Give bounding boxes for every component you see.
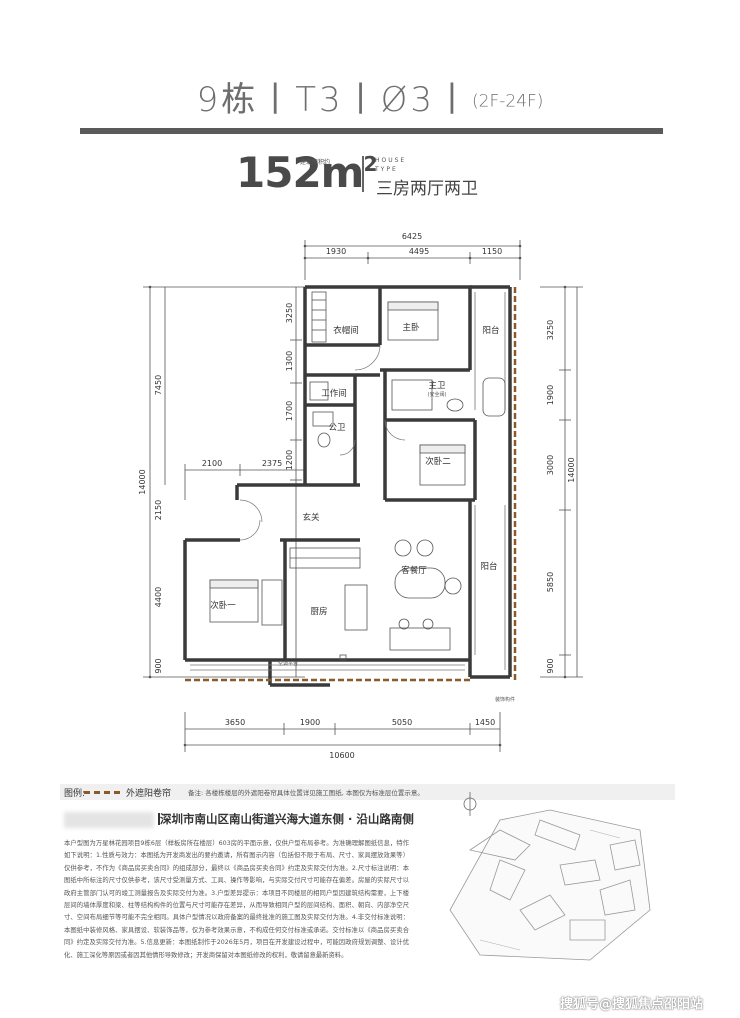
dim-top-3: 1150 [482, 247, 502, 256]
room-workroom: 工作间 [321, 388, 347, 399]
dim-right-total: 14000 [567, 457, 576, 482]
dim-bottom-4: 1450 [475, 718, 495, 727]
dim-left-seg-4: 1200 [285, 450, 294, 470]
furniture [209, 291, 506, 661]
room-balcony-top: 阳台 [482, 325, 499, 336]
room-kitchen: 厨房 [310, 606, 327, 617]
dim-left-seg-6: 4400 [154, 587, 163, 607]
room-living-dining: 客餐厅 [401, 565, 427, 576]
dim-right-seg-2: 1900 [546, 385, 555, 405]
dim-mid-2: 2375 [262, 459, 282, 468]
windows [190, 292, 506, 671]
watermark: 搜狐号@搜狐焦点邵阳站 [560, 997, 704, 1012]
legend-note: 备注: 各楼栋楼层的外遮阳卷帘具体位置详见施工图纸, 本图仅为标准层位置示意。 [188, 789, 424, 797]
room-master-bath: 主卫 [428, 380, 446, 391]
dim-bottom-3: 5050 [392, 718, 412, 727]
walls [183, 285, 512, 687]
room-balcony-bottom: 阳台 [480, 561, 497, 572]
house-type-cn: 三房两厅两卫 [376, 179, 478, 199]
header-divider [362, 156, 364, 192]
label-facade-component: 装饰构件 [495, 696, 515, 703]
room-master-bath-note: (安全阀) [428, 391, 447, 398]
dim-left-seg-5: 2150 [154, 500, 163, 520]
title-divider [80, 128, 663, 134]
floor-plan: 6425 1930 4495 1150 14000 7450 3250 1300… [138, 232, 583, 760]
dim-mid-1: 2100 [202, 459, 222, 468]
dim-top-1: 1930 [326, 247, 346, 256]
dim-left-seg-7: 900 [154, 658, 163, 673]
room-cloakroom: 衣帽间 [333, 325, 359, 336]
doors [239, 344, 406, 541]
area-value: 152m2 [236, 148, 377, 197]
compass-icon [463, 792, 477, 816]
dimension-lines [143, 240, 583, 752]
dim-bottom-total: 10600 [329, 751, 354, 760]
floor-range: (2F-24F) [472, 91, 544, 112]
area-unit-sup: 2 [363, 152, 377, 176]
room-bedroom-one: 次卧一 [210, 600, 236, 611]
room-bedroom-two: 次卧二 [425, 456, 451, 467]
dim-left-seg-2: 1300 [285, 351, 294, 371]
legend-swatch [84, 791, 120, 798]
dim-top-2: 4495 [409, 247, 429, 256]
shade-roller-lines [185, 287, 517, 682]
dim-left-seg-3: 1700 [285, 401, 294, 421]
dim-left-upper: 7450 [154, 375, 163, 395]
legend-bar [60, 784, 675, 800]
legend-label: 图例: [64, 789, 86, 799]
room-entrance: 玄关 [302, 512, 320, 523]
area-number: 152m [236, 148, 364, 197]
room-public-bath: 公卫 [328, 423, 346, 433]
legend-item: 外遮阳卷帘 [126, 789, 172, 799]
room-master-bedroom: 主卧 [402, 322, 420, 333]
address-divider [158, 813, 160, 825]
dim-right-seg-3: 3000 [546, 455, 555, 475]
dim-right-seg-1: 3250 [546, 320, 555, 340]
dim-right-seg-5: 900 [546, 658, 555, 673]
dim-left-total: 14000 [138, 469, 147, 494]
dim-right-seg-4: 5850 [546, 572, 555, 592]
dim-bottom-2: 1900 [300, 718, 320, 727]
address-redacted [64, 812, 154, 828]
site-plan-map [449, 792, 651, 961]
title-text: 9栋丨T3丨Ø3丨 [196, 80, 473, 120]
disclaimer-notes: 本户型图为万星林花园项目9栋6层（样板房所在楼层）603房的平面示意，仅供户型布… [64, 840, 409, 959]
house-type-en: HOUSE TYPE [375, 157, 407, 173]
dim-bottom-1: 3650 [225, 718, 245, 727]
project-address: 深圳市南山区南山街道兴海大道东侧 · 沿山路南侧 [160, 812, 414, 826]
label-ac-platform: 空调平台 [278, 660, 298, 667]
area-label: 建筑面积约 [300, 159, 331, 166]
page-title: 9栋丨T3丨Ø3丨(2F-24F) [0, 72, 740, 121]
dim-top-total: 6425 [402, 232, 422, 241]
dim-left-seg-1: 3250 [285, 303, 294, 323]
